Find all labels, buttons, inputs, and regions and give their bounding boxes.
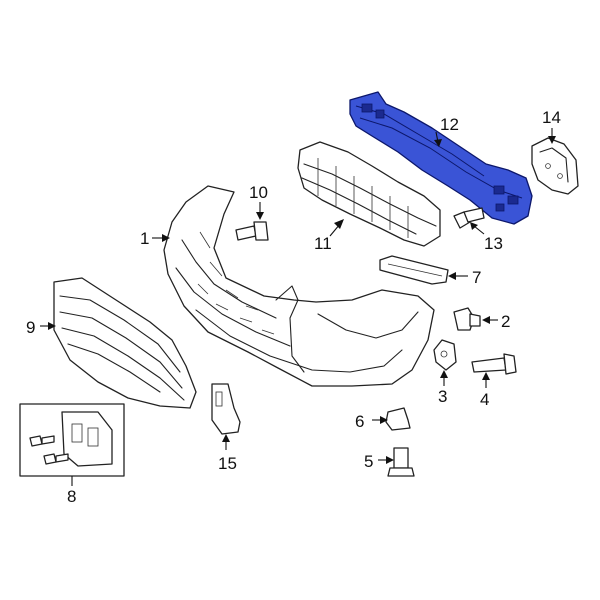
callout-10: 10 — [249, 183, 268, 202]
part-7-bracket[interactable] — [379, 255, 449, 285]
callout-3: 3 — [438, 387, 447, 406]
callout-6: 6 — [355, 412, 364, 431]
part-12-impact-bar[interactable] — [349, 91, 533, 225]
callout-11: 11 — [314, 234, 332, 253]
callout-1: 1 — [140, 229, 149, 248]
part-6-clip[interactable] — [385, 407, 411, 431]
callout-7: 7 — [472, 268, 481, 287]
part-5-bolt[interactable] — [387, 447, 415, 477]
part-13-bolt[interactable] — [453, 207, 485, 229]
part-2-clip[interactable] — [453, 307, 481, 331]
callout-5: 5 — [364, 452, 373, 471]
callout-labels: 1 2 3 4 5 6 7 8 9 10 11 12 13 14 15 — [26, 108, 561, 506]
part-1-bumper-cover[interactable] — [163, 185, 435, 387]
leader-lines — [40, 128, 556, 486]
callout-14: 14 — [542, 108, 561, 127]
callout-13: 13 — [484, 234, 503, 253]
part-4-bolt[interactable] — [471, 353, 517, 375]
callout-4: 4 — [480, 390, 489, 409]
part-9-lower-grille[interactable] — [53, 277, 197, 409]
callout-9: 9 — [26, 318, 35, 337]
part-3-retainer[interactable] — [433, 339, 457, 371]
callout-8: 8 — [67, 487, 76, 506]
part-14-bracket[interactable] — [531, 137, 579, 195]
callout-2: 2 — [501, 312, 510, 331]
part-15-bracket[interactable] — [211, 383, 241, 435]
callout-12: 12 — [440, 115, 459, 134]
callout-15: 15 — [218, 454, 237, 473]
part-11-energy-absorber[interactable] — [297, 141, 441, 247]
part-10-bolt[interactable] — [235, 221, 269, 241]
part-8-license-bracket-kit[interactable] — [19, 403, 125, 477]
